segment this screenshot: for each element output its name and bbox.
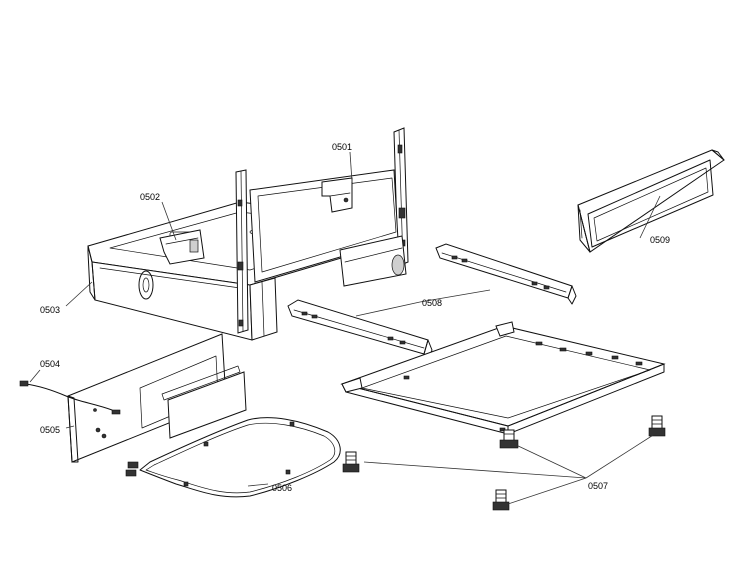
- part-0507-foot-3: [648, 415, 666, 437]
- part-0508-slide-rail-lower: [287, 299, 433, 361]
- drawer-frame-body: [87, 127, 409, 341]
- part-0502-bracket: [159, 229, 205, 265]
- part-labels: 0501 0502 0503 0504 0505 0506 0507 0508 …: [40, 142, 670, 493]
- label-0509: 0509: [650, 235, 670, 245]
- label-0506: 0506: [272, 483, 292, 493]
- label-0503: 0503: [40, 305, 60, 315]
- label-0508: 0508: [422, 298, 442, 308]
- part-0505-front-panel: [67, 333, 247, 463]
- part-0506-heating-element: [125, 417, 341, 498]
- part-0508-slide-rail-upper: [435, 243, 577, 305]
- label-0507: 0507: [588, 481, 608, 491]
- label-0501: 0501: [332, 142, 352, 152]
- part-0504-wire: [19, 380, 113, 411]
- part-0507-foot-2: [499, 429, 519, 449]
- leader-lines: [29, 151, 661, 505]
- part-0509-trim-panel: [577, 149, 725, 253]
- part-0507-foot-4: [492, 489, 510, 511]
- label-0505: 0505: [40, 425, 60, 435]
- label-0504: 0504: [40, 359, 60, 369]
- part-0507-foot-1: [342, 451, 360, 473]
- label-0502: 0502: [140, 192, 160, 202]
